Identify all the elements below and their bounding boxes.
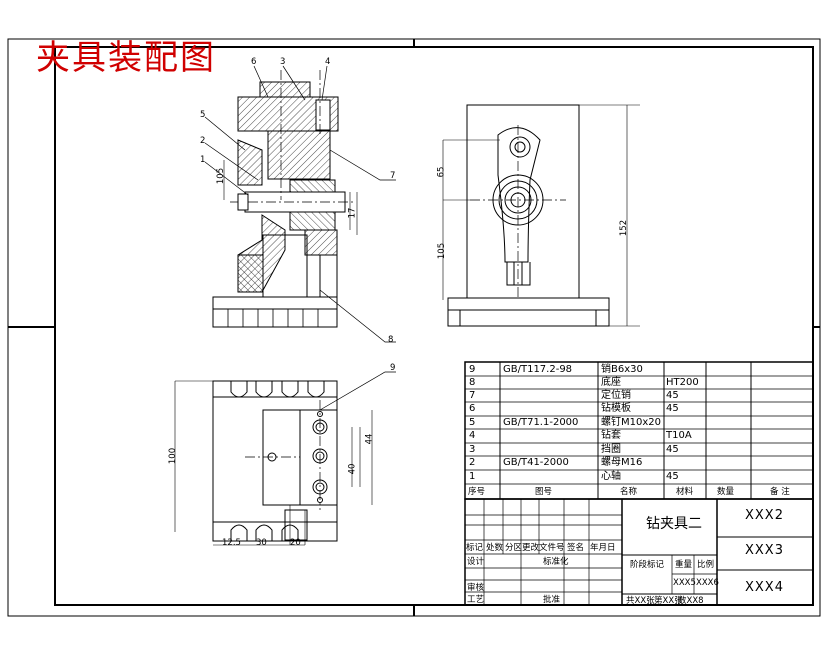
bom-no: 9 <box>469 364 476 375</box>
dim-label: 105 <box>437 242 448 260</box>
bom-material: 45 <box>666 471 679 482</box>
rev-header-file: 更改文件号 <box>522 543 565 553</box>
rev-header-sign: 签名 <box>567 543 585 553</box>
dim-label: 44 <box>364 433 375 445</box>
bom-no: 7 <box>469 390 476 401</box>
dim-label: 30 <box>256 538 267 548</box>
drawing-code-1: XXX2 <box>745 508 784 523</box>
sheets-total: 共XX张 <box>626 596 655 606</box>
weight-value: XXX5 <box>673 578 696 588</box>
plan-view <box>174 380 373 546</box>
bom-header-note: 备 注 <box>770 487 790 497</box>
bom-no: 5 <box>469 417 476 428</box>
callout-7: 7 <box>390 171 396 181</box>
bom-no: 6 <box>469 403 476 414</box>
bom-no: 4 <box>469 430 476 441</box>
bom-header-material: 材料 <box>676 487 694 497</box>
bom-name: 螺母M16 <box>601 457 643 468</box>
rev-header-date: 年月日 <box>590 543 616 553</box>
rev-header-count: 处数 <box>486 543 504 553</box>
label-scale: 比例 <box>697 560 715 570</box>
callout-4: 4 <box>325 57 331 67</box>
dim-label: 100 <box>168 447 179 465</box>
callout-9: 9 <box>390 363 396 373</box>
label-review: 审核 <box>467 583 485 593</box>
bom-name: 螺钉M10x20 <box>601 417 661 428</box>
rev-header-mark: 标记 <box>466 543 484 553</box>
bom-no: 3 <box>469 444 476 455</box>
drawing-code-2: XXX3 <box>745 543 784 558</box>
dim-label: 105 <box>216 167 227 185</box>
bom-name: 钻套 <box>601 430 621 441</box>
side-view <box>442 104 640 327</box>
bom-header-qty: 数量 <box>717 487 735 497</box>
sheet-count: 数XX8 <box>678 596 704 606</box>
bom-standard: GB/T41-2000 <box>503 457 569 468</box>
bom-name: 销B6x30 <box>601 364 643 375</box>
bom-header-name: 名称 <box>620 487 638 497</box>
bom-header-no: 序号 <box>468 487 486 497</box>
bom-table <box>464 361 814 500</box>
bom-material: 45 <box>666 390 679 401</box>
bom-name: 定位销 <box>601 390 631 401</box>
label-stage: 阶段标记 <box>630 560 665 570</box>
drawing-name: 钻夹具二 <box>646 516 702 532</box>
title-block <box>464 498 814 606</box>
callout-6: 6 <box>251 57 257 67</box>
bom-name: 底座 <box>601 377 621 388</box>
bom-header-standard: 图号 <box>535 487 553 497</box>
centering-marks <box>8 39 820 616</box>
bom-material: HT200 <box>666 377 699 388</box>
bom-material: T10A <box>666 430 692 441</box>
scale-value: XXX6 <box>696 578 719 588</box>
bom-name: 挡圈 <box>601 444 621 455</box>
dim-label: 12.5 <box>222 538 241 548</box>
callout-3: 3 <box>280 57 286 67</box>
label-design: 设计 <box>467 557 485 567</box>
drawing-title: 夹具装配图 <box>36 38 216 78</box>
label-standardize: 标准化 <box>543 557 569 567</box>
bom-name: 钻模板 <box>601 403 631 414</box>
callout-8: 8 <box>388 335 394 345</box>
bom-material: 45 <box>666 403 679 414</box>
dim-label: 20 <box>290 538 301 548</box>
bom-standard: GB/T71.1-2000 <box>503 417 579 428</box>
bom-standard: GB/T117.2-98 <box>503 364 573 375</box>
dim-label: 40 <box>347 463 358 475</box>
bom-name: 心轴 <box>601 471 621 482</box>
callout-1: 1 <box>200 155 206 165</box>
callout-2: 2 <box>200 136 206 146</box>
dim-label: 17 <box>347 207 358 219</box>
label-weight: 重量 <box>675 560 693 570</box>
drawing-code-3: XXX4 <box>745 580 784 595</box>
callout-5: 5 <box>200 110 206 120</box>
rev-header-zone: 分区 <box>505 543 523 553</box>
section-view <box>212 70 358 328</box>
bom-no: 1 <box>469 471 476 482</box>
callout-leaders <box>204 65 396 411</box>
sheet-no: 第XX张 <box>654 596 683 606</box>
label-process: 工艺 <box>467 595 485 605</box>
label-approve: 批准 <box>543 595 561 605</box>
dim-label: 65 <box>436 166 447 178</box>
bom-material: 45 <box>666 444 679 455</box>
bom-no: 8 <box>469 377 476 388</box>
bom-no: 2 <box>469 457 476 468</box>
dim-label: 152 <box>619 219 630 237</box>
